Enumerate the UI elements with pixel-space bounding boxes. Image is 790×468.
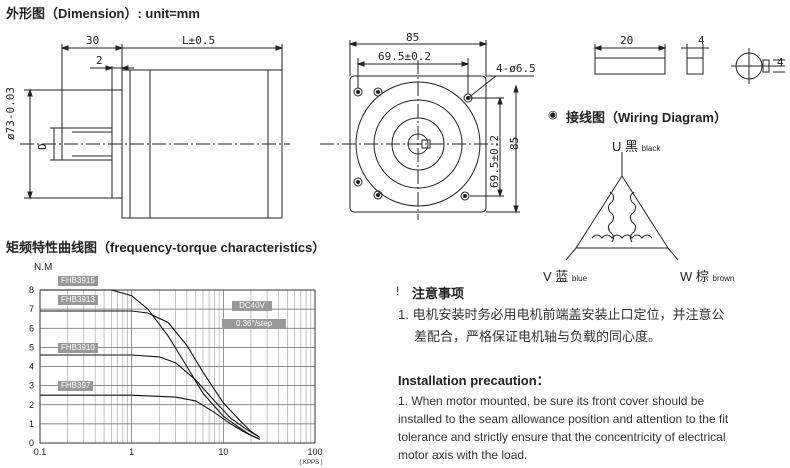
install-line-3: tolerance and strictly ensure that the c… bbox=[398, 430, 726, 444]
dim-holes: 4-ø6.5 bbox=[496, 62, 536, 75]
series-line-fhb3910 bbox=[40, 354, 261, 438]
install-line-2: installed to the seam allowance position… bbox=[398, 412, 729, 426]
series-line-fhb3913 bbox=[40, 310, 261, 438]
wire-u: U 黑 black bbox=[612, 139, 661, 154]
wiring-title: 接线图（Wiring Diagram） bbox=[566, 110, 727, 125]
x-tick-label: 0.1 bbox=[34, 447, 47, 457]
notice-icon: ! bbox=[396, 284, 400, 298]
series-tag-fhb3910: FHB3910 bbox=[58, 342, 98, 353]
install-line-4: motor axis with the load. bbox=[398, 448, 528, 462]
x-axis-label: ( KPPS ) bbox=[299, 460, 322, 466]
y-tick-label: 8 bbox=[29, 285, 34, 295]
dimension-title: 外形图（Dimension）: unit=mm bbox=[6, 6, 200, 21]
series-line-fhb3915 bbox=[40, 289, 261, 440]
dim-69-5-vertical: 69.5±0.2 bbox=[488, 135, 501, 188]
y-tick-label: 1 bbox=[29, 419, 34, 429]
shaft-key-drawing bbox=[593, 44, 785, 84]
dim-l-tolerance: L±0.5 bbox=[182, 34, 216, 47]
key-dim-4: 4 bbox=[698, 34, 705, 47]
series-tag-fhb3915: FHB3915 bbox=[58, 276, 98, 286]
dim-shaft-dia: ø73-0.03 bbox=[4, 87, 17, 140]
install-text: 1. When motor mounted, be sure its front… bbox=[398, 392, 788, 464]
dim-69-5: 69.5±0.2 bbox=[378, 50, 431, 63]
install-title: Installation precaution： bbox=[398, 373, 550, 388]
notice-line-1: 1. 电机安装时务必用电机前端盖安装止口定位，并注意公 bbox=[398, 307, 725, 322]
y-tick-label: 7 bbox=[29, 304, 34, 314]
chart-info-step: 0.36°/step bbox=[222, 318, 286, 329]
dim-shaft-d: D bbox=[36, 143, 49, 150]
dim-30: 30 bbox=[86, 34, 100, 47]
x-tick-label: 100 bbox=[307, 447, 322, 457]
install-line-1: 1. When motor mounted, be sure its front… bbox=[398, 394, 705, 408]
dim-85: 85 bbox=[406, 31, 420, 44]
y-tick-label: 5 bbox=[29, 342, 34, 352]
x-tick-label: 10 bbox=[218, 447, 228, 457]
y-tick-label: 2 bbox=[29, 400, 34, 410]
notice-item-1: 1. 电机安装时务必用电机前端盖安装止口定位，并注意公 差配合，严格保证电机轴与… bbox=[398, 304, 788, 348]
motor-front-view bbox=[320, 40, 534, 220]
y-tick-label: 6 bbox=[29, 323, 34, 333]
y-tick-label: 0 bbox=[29, 438, 34, 448]
notice-title: 注意事项 bbox=[412, 286, 465, 301]
bullet-icon: ◉ bbox=[548, 109, 558, 121]
wiring-triangle bbox=[565, 152, 679, 261]
wire-w: W 棕 brown bbox=[680, 269, 735, 284]
chart-title: 矩频特性曲线图（frequency-torque characteristics… bbox=[6, 240, 326, 255]
dim-85-vertical: 85 bbox=[508, 136, 521, 150]
notice-line-2: 差配合，严格保证电机轴与负载的同心度。 bbox=[414, 329, 662, 344]
series-tag-fhb3913: FHB3913 bbox=[58, 295, 98, 306]
x-tick-label: 1 bbox=[129, 447, 134, 457]
series-line-fhb397 bbox=[40, 394, 261, 440]
dim-2: 2 bbox=[96, 54, 103, 67]
y-tick-label: 4 bbox=[29, 362, 34, 372]
series-tag-fhb397: FHB397 bbox=[58, 381, 94, 392]
key-dim-20: 20 bbox=[620, 34, 634, 47]
y-tick-label: 3 bbox=[29, 381, 34, 391]
wire-v: V 蓝 blue bbox=[543, 269, 588, 284]
torque-chart: 0 1 2 3 4 5 6 7 8 0.1 1 10 100 N.M ( KPPS ) bbox=[29, 262, 323, 466]
motor-side-view bbox=[20, 44, 290, 219]
y-axis-label: N.M bbox=[34, 262, 52, 273]
chart-info-voltage: DC40V bbox=[232, 301, 272, 312]
plot-frame bbox=[39, 289, 316, 444]
key-dim-4b: 4 bbox=[777, 56, 784, 69]
